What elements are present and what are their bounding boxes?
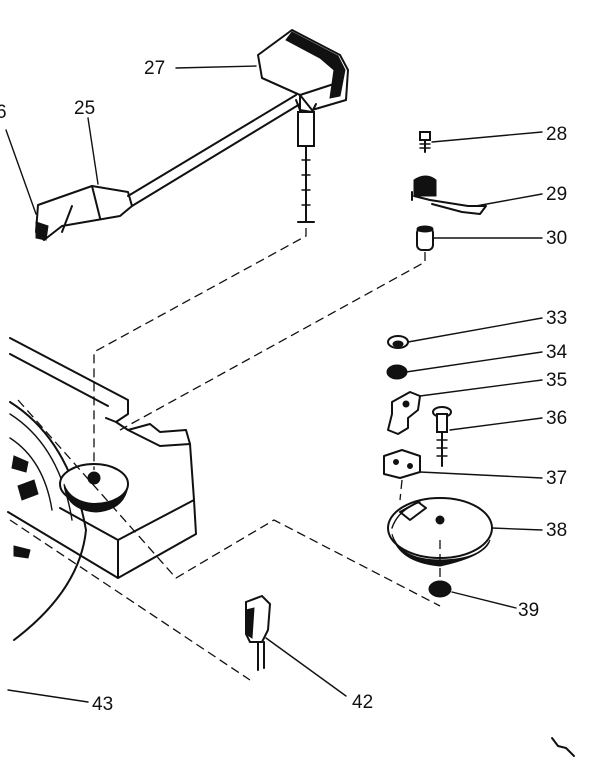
label-35: 35 — [546, 370, 567, 391]
label-34: 34 — [546, 342, 568, 363]
label-25: 25 — [74, 98, 95, 119]
label-37: 37 — [546, 468, 567, 489]
tonearm-assembly — [35, 29, 349, 241]
part-labels: 27 25 6 28 29 30 33 34 35 36 37 38 39 42… — [0, 58, 568, 715]
label-42: 42 — [352, 692, 373, 713]
label-28: 28 — [546, 124, 567, 145]
label-29: 29 — [546, 184, 567, 205]
label-43: 43 — [92, 694, 113, 715]
knob-clip — [245, 594, 272, 671]
assembly-lines — [9, 228, 441, 681]
chassis — [7, 337, 197, 641]
small-parts — [383, 131, 493, 598]
corner-mark — [551, 737, 575, 757]
label-39: 39 — [518, 600, 539, 621]
label-38: 38 — [546, 520, 567, 541]
leader-lines — [5, 65, 543, 703]
label-33: 33 — [546, 308, 567, 329]
label-36: 36 — [546, 408, 567, 429]
label-30: 30 — [546, 228, 567, 249]
label-6: 6 — [0, 102, 7, 123]
label-27: 27 — [144, 58, 165, 79]
